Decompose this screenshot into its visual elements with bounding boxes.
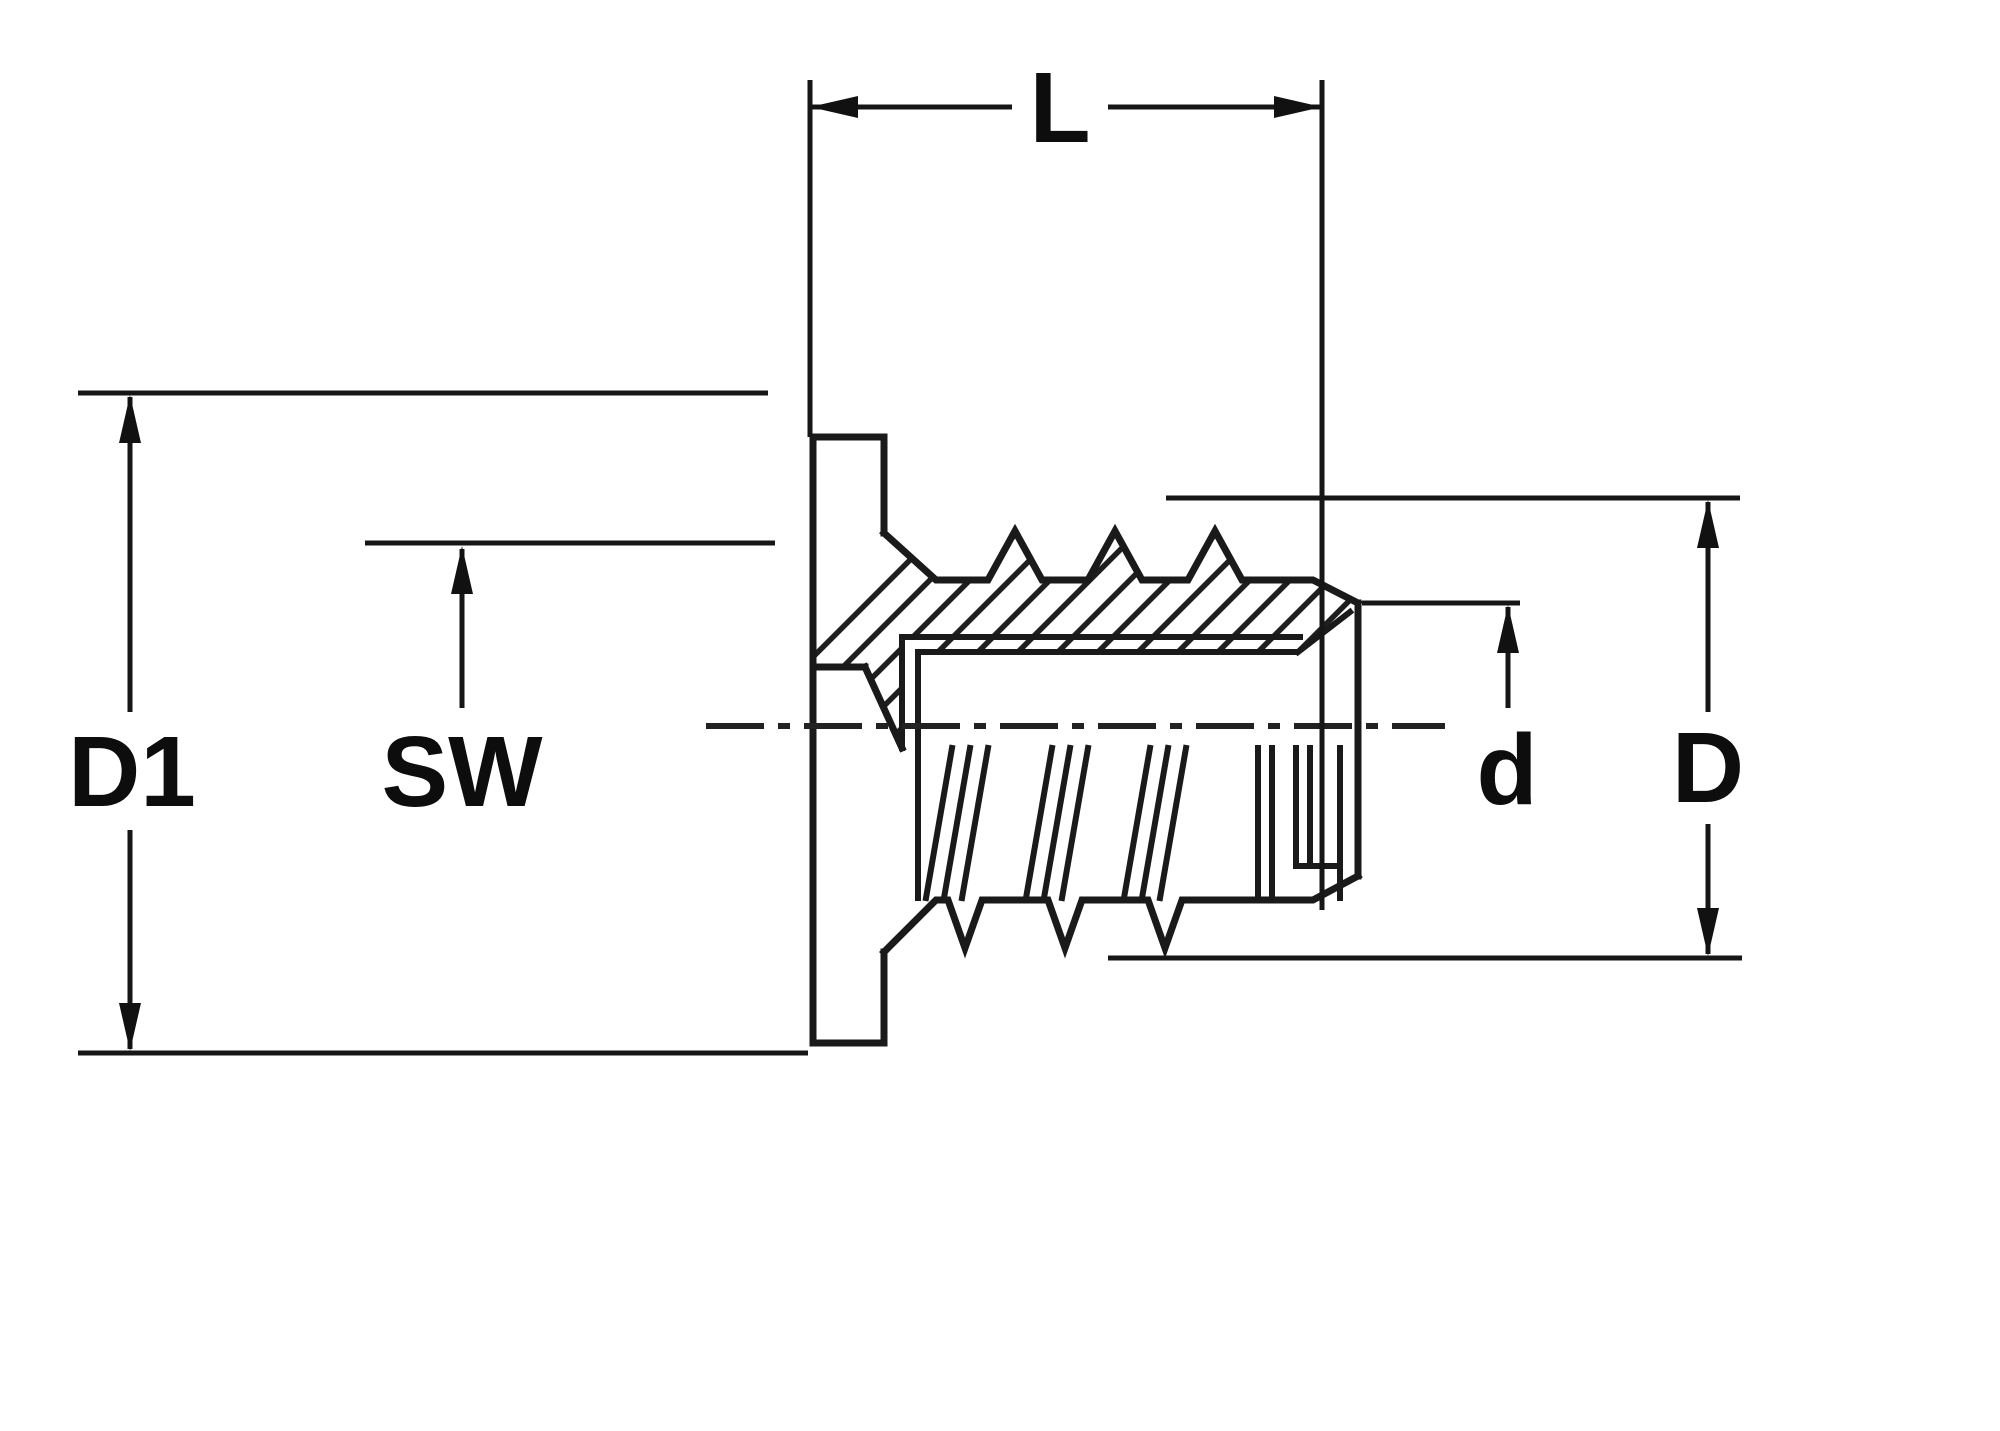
thread-runout-lines xyxy=(1255,745,1343,901)
bore-lines xyxy=(899,607,1355,901)
internal-thread-lines xyxy=(922,744,1343,902)
d1-arrow-down xyxy=(119,1003,141,1051)
dimension-D: D xyxy=(1108,495,1744,961)
d1-arrow-up xyxy=(119,395,141,443)
l-arrow-right xyxy=(1274,96,1322,118)
sw-arrow-up xyxy=(451,546,473,594)
internal-thread-group-1 xyxy=(922,744,992,902)
dimension-d: d xyxy=(1362,600,1538,826)
label-D1: D1 xyxy=(68,716,196,828)
flange-outline xyxy=(809,433,888,1047)
insert-body xyxy=(809,433,1363,1047)
dimension-L: L xyxy=(807,52,1325,910)
internal-thread-group-2 xyxy=(1022,744,1092,902)
flange-countersink-chamfer xyxy=(860,662,907,753)
internal-thread-group-3 xyxy=(1120,744,1190,902)
d-big-arrow-down xyxy=(1697,908,1719,956)
dimension-SW: SW xyxy=(365,540,775,828)
external-thread-top xyxy=(879,523,1363,608)
label-d: d xyxy=(1476,714,1537,826)
d-small-arrow-up xyxy=(1497,605,1519,653)
l-arrow-left xyxy=(810,96,858,118)
d-big-arrow-up xyxy=(1697,500,1719,548)
label-L: L xyxy=(1029,52,1090,164)
external-thread-bottom xyxy=(879,871,1363,959)
label-D: D xyxy=(1672,712,1744,824)
dimension-D1: D1 xyxy=(68,390,808,1056)
label-SW: SW xyxy=(381,716,543,828)
